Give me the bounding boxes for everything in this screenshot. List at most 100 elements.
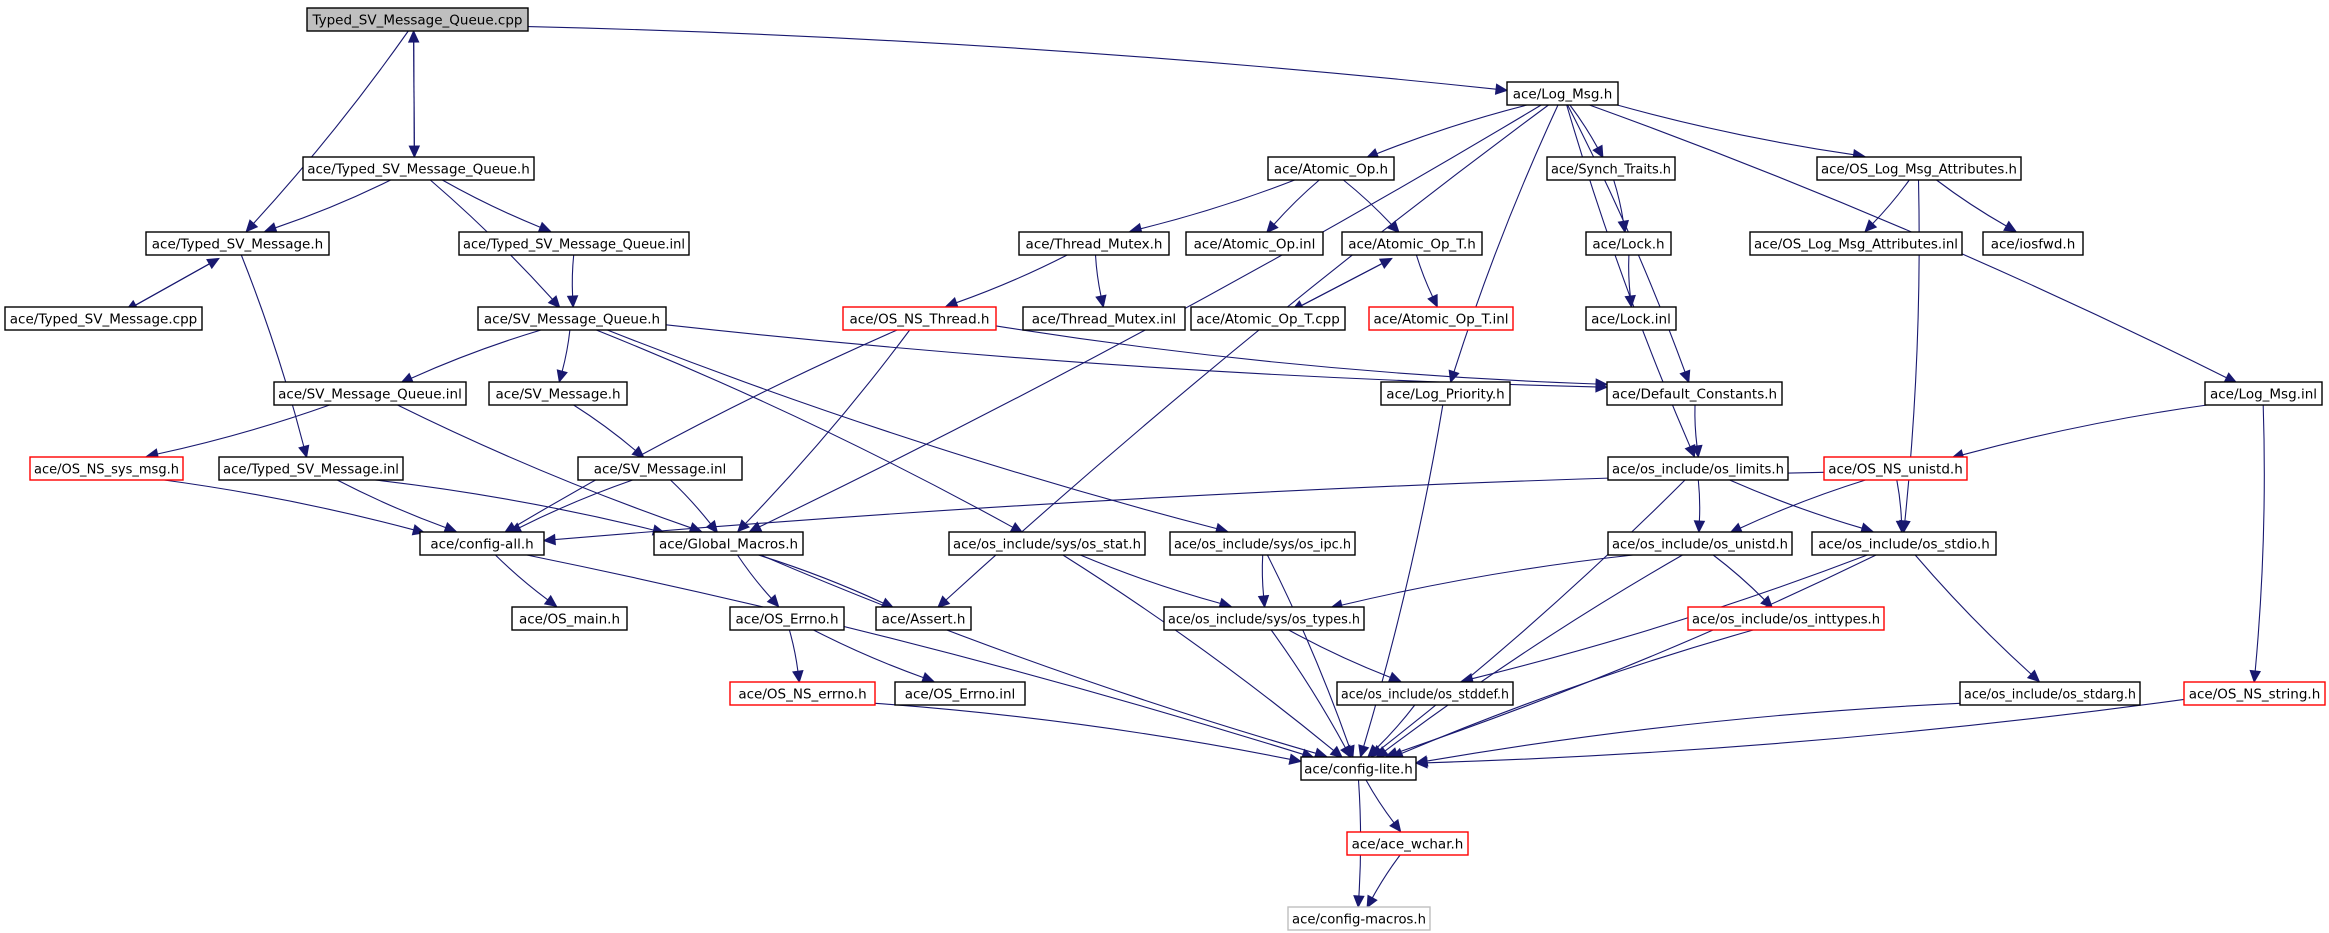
node-iosfwd-h[interactable]: ace/iosfwd.h <box>1982 231 2084 256</box>
edge-line <box>336 479 446 529</box>
edge-log_msg_h-to-synch_traits_h <box>1569 104 1604 159</box>
edge-line <box>1379 479 1686 751</box>
node-typed-svm-inl[interactable]: ace/Typed_SV_Message.inl <box>218 456 404 481</box>
node-box <box>1287 906 1431 931</box>
node-lock-inl[interactable]: ace/Lock.inl <box>1585 306 1677 331</box>
node-sv-message-inl[interactable]: ace/SV_Message.inl <box>577 456 743 481</box>
node-os-limits-h[interactable]: ace/os_include/os_limits.h <box>1607 456 1789 481</box>
node-label: ace/iosfwd.h <box>1991 237 2076 253</box>
node-box <box>477 306 667 331</box>
node-label: ace/OS_NS_sys_msg.h <box>34 462 179 478</box>
edge-line <box>571 254 575 297</box>
node-os-errno-inl[interactable]: ace/OS_Errno.inl <box>894 681 1026 706</box>
node-thread-mutex-inl[interactable]: ace/Thread_Mutex.inl <box>1022 306 1186 331</box>
node-atomic-op-h[interactable]: ace/Atomic_Op.h <box>1267 156 1395 181</box>
node-lock-h[interactable]: ace/Lock.h <box>1585 231 1672 256</box>
edge-line <box>607 329 1217 530</box>
node-log-msg-inl[interactable]: ace/Log_Msg.inl <box>2204 381 2323 406</box>
node-os-stdio-h[interactable]: ace/os_include/os_stdio.h <box>1811 531 1997 556</box>
node-label: ace/OS_main.h <box>519 612 620 628</box>
arrowhead-icon <box>1387 671 1402 683</box>
node-assert-h[interactable]: ace/Assert.h <box>875 606 972 631</box>
edge-os_unistd_h-to-config_lite_h <box>1375 554 1683 759</box>
node-os-log-attr-inl[interactable]: ace/OS_Log_Msg_Attributes.inl <box>1749 231 1963 256</box>
node-os-ns-unistd-h[interactable]: ace/OS_NS_unistd.h <box>1823 456 1968 481</box>
edge-svmq_h-to-os_ipc_h <box>607 329 1229 535</box>
arrowhead-icon <box>2026 669 2041 683</box>
arrowhead-icon <box>1617 219 1629 234</box>
edge-log_msg_h-to-assert_h <box>937 104 1549 609</box>
edge-line <box>573 404 636 451</box>
node-os-ns-string-h[interactable]: ace/OS_NS_string.h <box>2183 681 2326 706</box>
node-box <box>1816 156 2022 181</box>
node-ace-wchar-h[interactable]: ace/ace_wchar.h <box>1346 831 1469 856</box>
node-os-main-h[interactable]: ace/OS_main.h <box>511 606 628 631</box>
node-box <box>1341 231 1483 256</box>
edge-os_ns_string_h-to-config_lite_h <box>1414 698 2185 769</box>
node-typed-svmq-h[interactable]: ace/Typed_SV_Message_Queue.h <box>302 156 535 181</box>
edge-log_msg_h-to-atomic_op_h <box>1365 104 1528 159</box>
node-box <box>1959 681 2141 706</box>
edge-line <box>1094 254 1102 297</box>
node-os-inttypes-h[interactable]: ace/os_include/os_inttypes.h <box>1687 606 1885 631</box>
edge-typed_svmq_inl-to-svmq_h <box>566 254 579 309</box>
edge-line <box>1343 179 1392 225</box>
node-typed-svm-cpp[interactable]: ace/Typed_SV_Message.cpp <box>4 306 203 331</box>
node-config-lite-h[interactable]: ace/config-lite.h <box>1300 756 1417 781</box>
node-label: ace/OS_Log_Msg_Attributes.h <box>1821 162 2017 178</box>
node-box <box>1163 606 1365 631</box>
edge-line <box>513 329 898 528</box>
arrowhead-icon <box>556 369 568 383</box>
edge-line <box>1694 404 1698 447</box>
node-log-priority-h[interactable]: ace/Log_Priority.h <box>1380 381 1511 406</box>
node-os-stdarg-h[interactable]: ace/os_include/os_stdarg.h <box>1959 681 2141 706</box>
edge-line <box>413 41 415 158</box>
node-config-macros-h[interactable]: ace/config-macros.h <box>1287 906 1431 931</box>
node-os-stat-h[interactable]: ace/os_include/sys/os_stat.h <box>948 531 1146 556</box>
node-atomic-op-inl[interactable]: ace/Atomic_Op.inl <box>1185 231 1324 256</box>
node-typed-svmq-inl[interactable]: ace/Typed_SV_Message_Queue.inl <box>458 231 690 256</box>
node-box <box>2204 381 2323 406</box>
node-atomic-op-t-h[interactable]: ace/Atomic_Op_T.h <box>1341 231 1483 256</box>
node-svmq-h[interactable]: ace/SV_Message_Queue.h <box>477 306 667 331</box>
node-os-stddef-h[interactable]: ace/os_include/os_stddef.h <box>1336 681 1514 706</box>
edge-line <box>1384 554 1683 752</box>
node-sv-message-h[interactable]: ace/SV_Message.h <box>488 381 628 406</box>
node-synch-traits-h[interactable]: ace/Synch_Traits.h <box>1546 156 1676 181</box>
edge-line <box>670 479 712 525</box>
node-svmq-inl[interactable]: ace/SV_Message_Queue.inl <box>273 381 467 406</box>
edge-line <box>1273 179 1320 225</box>
arrowhead-icon <box>1679 369 1691 384</box>
node-os-ns-thread-h[interactable]: ace/OS_NS_Thread.h <box>842 306 997 331</box>
node-global-macros-h[interactable]: ace/Global_Macros.h <box>653 531 804 556</box>
node-os-types-h[interactable]: ace/os_include/sys/os_types.h <box>1163 606 1365 631</box>
edge-typed_svm_h-to-typed_svm_inl <box>240 254 310 459</box>
node-atomic-op-t-inl[interactable]: ace/Atomic_Op_T.inl <box>1368 306 1514 331</box>
node-typed-svm-h[interactable]: ace/Typed_SV_Message.h <box>145 231 330 256</box>
edge-os_limits_h-to-config_lite_h <box>1370 479 1686 758</box>
node-os-log-attr-h[interactable]: ace/OS_Log_Msg_Attributes.h <box>1816 156 2022 181</box>
edge-line <box>1453 104 1559 372</box>
arrowhead-icon <box>1367 744 1381 758</box>
edge-atomic_op_t_cpp-to-atomic_op_t_h <box>1291 257 1393 311</box>
node-default-constants-h[interactable]: ace/Default_Constants.h <box>1606 381 1783 406</box>
node-box <box>1018 231 1170 256</box>
node-config-all-h[interactable]: ace/config-all.h <box>419 531 545 556</box>
edge-os_ns_sys_msg_h-to-config_all_h <box>164 479 426 536</box>
node-os-ns-sys-msg-h[interactable]: ace/OS_NS_sys_msg.h <box>29 456 184 481</box>
node-box <box>1687 606 1885 631</box>
node-os-unistd-h[interactable]: ace/os_include/os_unistd.h <box>1607 531 1793 556</box>
node-label: ace/Default_Constants.h <box>1612 387 1777 403</box>
node-os-ipc-h[interactable]: ace/os_include/sys/os_ipc.h <box>1169 531 1356 556</box>
node-box <box>729 606 845 631</box>
arrowhead-icon <box>1288 753 1303 765</box>
edge-config_all_h-to-os_main_h <box>495 554 558 608</box>
node-box <box>1823 456 1968 481</box>
node-thread-mutex-h[interactable]: ace/Thread_Mutex.h <box>1018 231 1170 256</box>
node-os-ns-errno-h[interactable]: ace/OS_NS_errno.h <box>729 681 876 706</box>
node-atomic-op-t-cpp[interactable]: ace/Atomic_Op_T.cpp <box>1190 306 1346 331</box>
node-box <box>1368 306 1514 331</box>
edge-line <box>374 479 654 531</box>
node-log-msg-h[interactable]: ace/Log_Msg.h <box>1506 81 1619 106</box>
node-os-errno-h[interactable]: ace/OS_Errno.h <box>729 606 845 631</box>
